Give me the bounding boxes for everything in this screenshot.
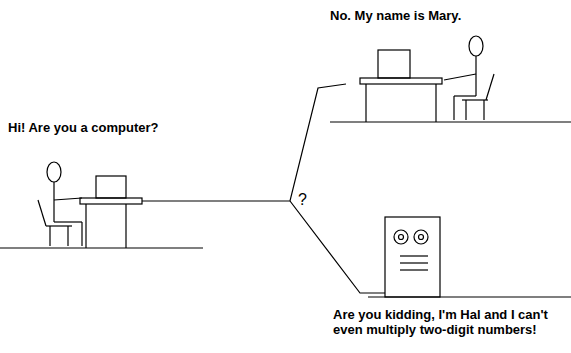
connection-wire xyxy=(142,84,346,201)
person-head xyxy=(469,36,483,56)
monitor xyxy=(378,50,410,78)
person-body xyxy=(53,182,54,222)
chair-leg xyxy=(49,226,50,246)
interrogator-figure xyxy=(0,162,203,248)
connection-wire xyxy=(290,201,385,293)
computer-figure xyxy=(368,217,571,297)
person-head xyxy=(47,162,61,182)
chair-back xyxy=(486,74,494,100)
chair-leg xyxy=(67,226,68,246)
unknown-marker: ? xyxy=(298,192,318,207)
speech-text: No. My name is Mary. xyxy=(330,8,530,23)
human-figure xyxy=(330,36,571,122)
desk-leg xyxy=(85,204,86,248)
person-arm xyxy=(54,198,82,200)
tape-reel-hub xyxy=(399,235,404,240)
tape-reel xyxy=(394,230,408,244)
desk-leg xyxy=(125,204,126,248)
speech-text: Hi! Are you a computer? xyxy=(8,120,208,135)
monitor xyxy=(96,176,126,198)
computer-cabinet xyxy=(385,217,440,297)
person-body xyxy=(475,56,476,96)
speech-text: Are you kidding, I'm Hal and I can't eve… xyxy=(333,307,565,337)
person-shin xyxy=(453,96,454,120)
chair-back xyxy=(38,200,46,226)
panel-line xyxy=(400,255,428,256)
person-shin xyxy=(81,222,82,246)
desk-top xyxy=(360,78,442,84)
person-thigh xyxy=(454,95,476,96)
person-thigh xyxy=(54,221,82,222)
desk-leg xyxy=(365,84,366,122)
desk-leg xyxy=(435,84,436,122)
floor-line xyxy=(0,247,203,248)
tape-reel-hub xyxy=(419,235,424,240)
person-arm xyxy=(444,74,476,80)
chair-leg xyxy=(465,100,466,120)
tape-reel xyxy=(414,230,428,244)
desk-top xyxy=(80,198,142,204)
chair-leg xyxy=(483,100,484,120)
panel-line xyxy=(400,269,428,270)
panel-line xyxy=(400,262,428,263)
